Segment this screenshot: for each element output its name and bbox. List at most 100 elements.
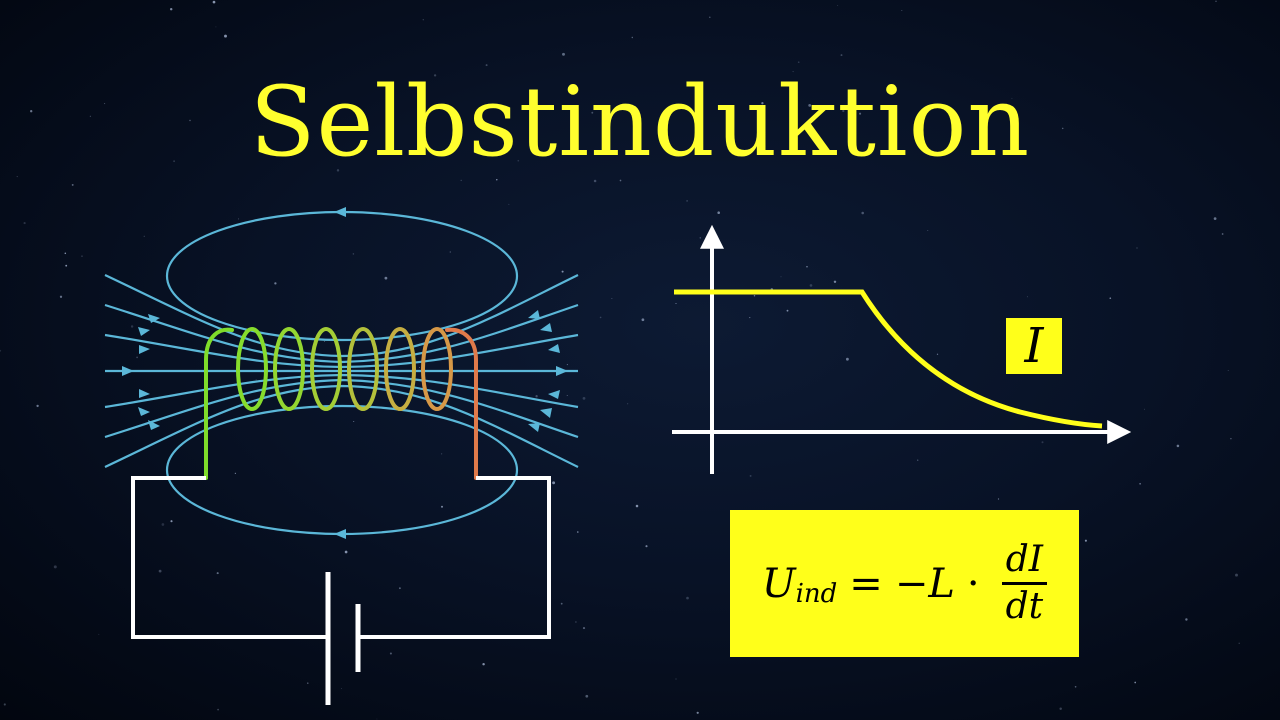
arrow-right-7 — [528, 423, 540, 432]
star — [619, 179, 622, 182]
field-loop-outer-top — [165, 210, 519, 342]
arrow-bottom-loop — [334, 529, 346, 539]
battery-symbol — [325, 572, 361, 705]
arrow-left-1 — [148, 314, 160, 323]
star — [1227, 369, 1229, 371]
star — [352, 253, 355, 255]
arrow-top-loop — [334, 207, 346, 217]
star — [104, 103, 106, 105]
formula-denominator: dt — [1005, 586, 1044, 627]
coil-turn-1 — [236, 327, 268, 411]
star — [627, 403, 629, 405]
field-line-lower-2 — [104, 378, 579, 439]
current-label: I — [1006, 318, 1062, 374]
star — [517, 159, 520, 162]
star — [216, 572, 219, 575]
coil-turn-2 — [273, 327, 305, 411]
arrow-right-4 — [556, 366, 568, 376]
star — [561, 270, 564, 273]
star — [792, 71, 794, 73]
page-title: Selbstinduktion — [249, 66, 1031, 178]
star — [611, 298, 613, 300]
star — [552, 481, 556, 485]
star — [64, 252, 67, 255]
star — [582, 397, 586, 400]
star — [837, 5, 839, 7]
star — [566, 364, 568, 366]
star — [389, 652, 392, 655]
star — [842, 109, 845, 113]
star — [169, 7, 173, 11]
star — [936, 353, 939, 355]
star — [859, 112, 862, 115]
coil-turn-5 — [384, 327, 416, 411]
coil-turn-4 — [347, 327, 379, 411]
star — [508, 203, 510, 205]
star — [645, 545, 648, 548]
current-graph — [672, 224, 1132, 474]
star — [675, 678, 677, 680]
star — [686, 200, 688, 202]
star — [535, 395, 538, 398]
star — [89, 115, 91, 117]
star — [336, 169, 340, 172]
coil-turn-3 — [310, 327, 342, 411]
star — [577, 531, 579, 533]
star — [1235, 573, 1238, 577]
star — [215, 26, 217, 28]
star — [158, 569, 162, 573]
star — [917, 459, 919, 461]
star — [344, 550, 348, 554]
star — [449, 251, 451, 253]
star — [16, 176, 18, 178]
star — [635, 504, 639, 508]
star — [189, 119, 191, 122]
star — [441, 453, 443, 455]
arrow-right-5 — [548, 390, 560, 399]
star — [808, 104, 812, 107]
field-line-lower-1 — [104, 373, 579, 409]
star — [1213, 217, 1217, 220]
star — [806, 266, 808, 268]
field-line-upper-1 — [104, 333, 579, 369]
star — [1238, 642, 1240, 644]
star — [398, 587, 401, 590]
formula-fraction: dI dt — [1001, 538, 1048, 629]
star — [485, 64, 488, 67]
star — [809, 284, 813, 287]
star — [136, 356, 138, 359]
star — [173, 160, 176, 163]
star — [376, 718, 378, 720]
arrow-left-3 — [139, 345, 150, 354]
star — [560, 602, 563, 605]
star — [1230, 437, 1232, 440]
star — [901, 9, 903, 12]
star — [1221, 233, 1224, 235]
star — [593, 179, 597, 183]
star — [324, 340, 325, 342]
wire-left — [131, 476, 328, 639]
star — [1074, 685, 1077, 688]
star — [217, 708, 219, 711]
star — [1011, 97, 1013, 99]
star — [161, 523, 165, 526]
formula-dot: · — [966, 560, 980, 607]
star — [53, 565, 57, 569]
fraction-bar — [1001, 582, 1048, 585]
star — [255, 379, 257, 381]
field-line-lower-3 — [104, 384, 579, 468]
arrow-left-6 — [138, 407, 150, 416]
star — [307, 682, 309, 684]
star — [696, 711, 699, 714]
star — [212, 0, 216, 4]
star — [861, 211, 864, 215]
star — [1109, 297, 1112, 300]
star — [59, 295, 63, 298]
star — [575, 621, 577, 623]
star — [1061, 127, 1064, 130]
star — [23, 222, 26, 225]
star — [1136, 247, 1138, 249]
star — [143, 235, 145, 237]
star — [833, 280, 837, 284]
